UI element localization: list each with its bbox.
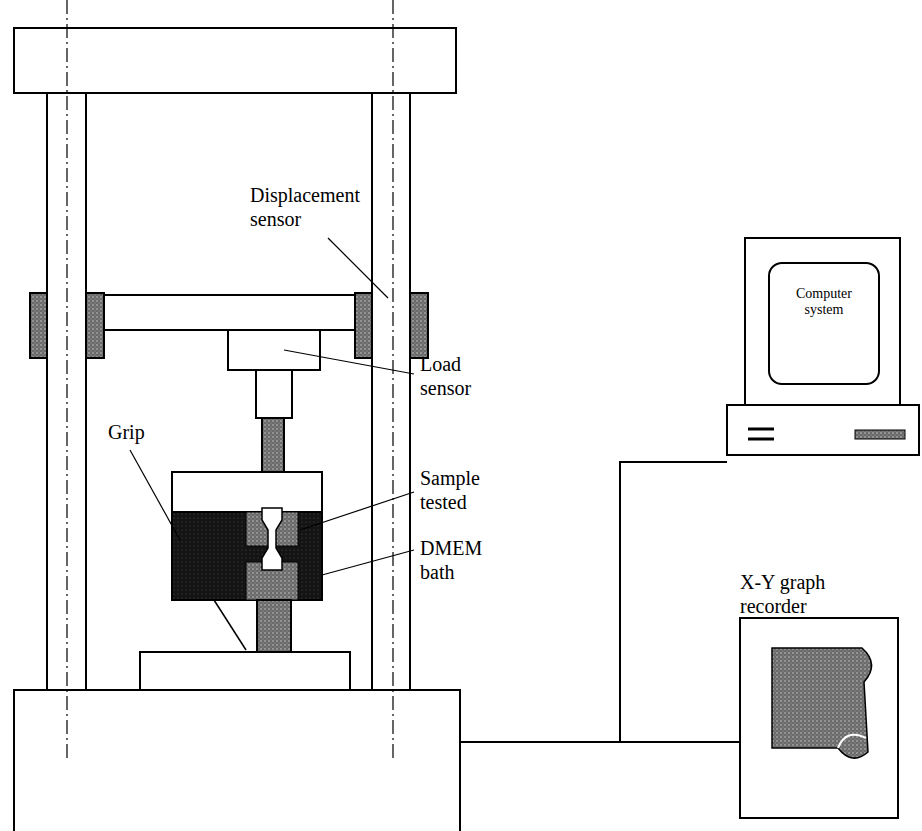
leader-line xyxy=(322,550,414,575)
centerline xyxy=(66,0,67,760)
base-plate xyxy=(140,652,350,690)
machine-base xyxy=(14,690,460,831)
sensor-block xyxy=(355,293,372,358)
paper-roll xyxy=(772,648,872,758)
right-column xyxy=(372,93,410,690)
drive-slot xyxy=(748,428,774,431)
leader-line xyxy=(328,238,388,298)
sensor-block xyxy=(30,293,47,358)
computer-unit xyxy=(727,405,919,455)
part-label: X-Y graph recorder xyxy=(740,570,840,618)
centerline xyxy=(392,0,393,760)
part-label: Load sensor xyxy=(420,352,490,400)
part-label: Displacement sensor xyxy=(250,183,375,231)
part-label: Grip xyxy=(108,420,145,444)
signal-wire xyxy=(460,741,740,743)
top-crossbeam xyxy=(14,28,456,93)
lower-rod xyxy=(257,600,291,652)
monitor-screen: Computer system xyxy=(768,262,880,385)
crosshead xyxy=(104,295,355,330)
signal-wire xyxy=(620,462,727,742)
leader-line xyxy=(130,450,180,540)
leader-line xyxy=(300,492,414,530)
load-cell xyxy=(228,330,320,370)
bath-liquid xyxy=(172,512,322,600)
upper-rod xyxy=(256,370,292,418)
drive-slot xyxy=(748,438,774,441)
rod-line xyxy=(214,600,246,650)
screen-text: Computer system xyxy=(784,286,864,318)
leader-line xyxy=(284,350,414,374)
paper-curl xyxy=(838,735,866,748)
part-label: DMEM bath xyxy=(420,536,486,584)
recorder-box xyxy=(740,618,898,818)
dog-bone-sample xyxy=(262,508,282,570)
monitor-housing xyxy=(745,238,900,405)
sensor-block xyxy=(410,293,428,358)
bath-tank xyxy=(172,472,322,600)
sensor-block xyxy=(86,293,104,358)
drive-slot xyxy=(855,430,905,439)
part-label: Sample tested xyxy=(420,466,498,514)
